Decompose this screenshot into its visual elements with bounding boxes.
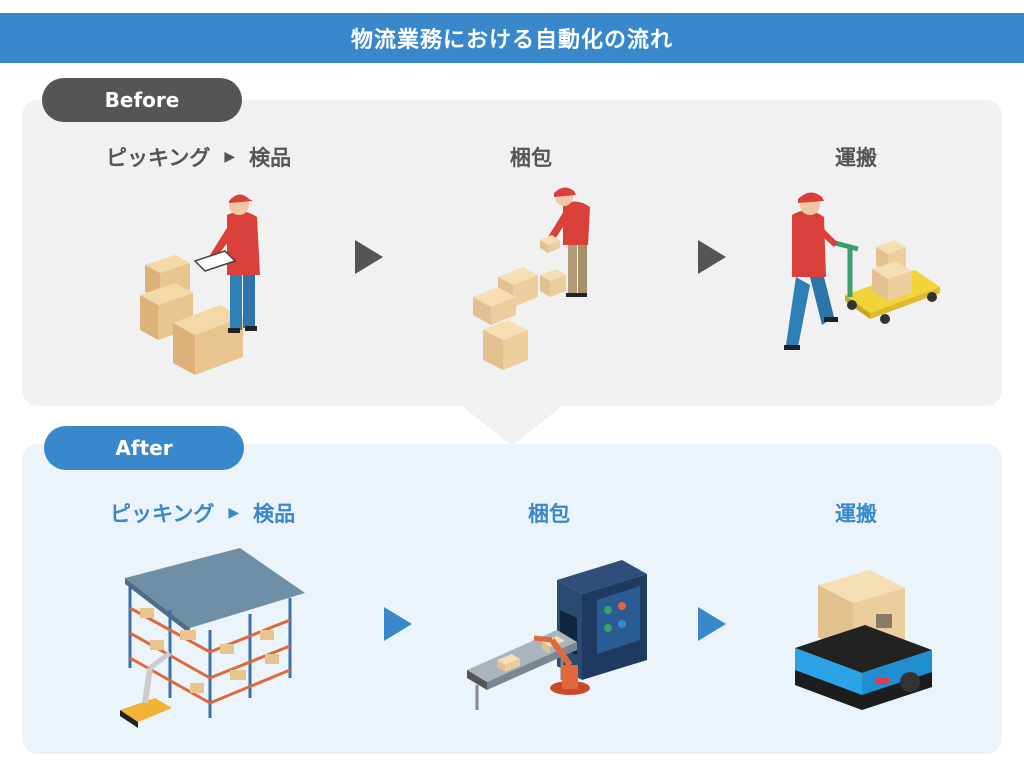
before-step-packing-label: 梱包 — [510, 146, 552, 170]
after-badge: After — [44, 426, 244, 470]
before-flow-arrow-2 — [698, 240, 726, 274]
after-step-picking-label: ピッキング ▶ 検品 — [110, 498, 295, 528]
page-title: 物流業務における自動化の流れ — [0, 13, 1024, 63]
packing-machine-illustration — [467, 560, 647, 710]
worker-packing-illustration — [473, 187, 590, 370]
after-flow-arrow-1 — [384, 607, 412, 641]
before-step-inspection-name: 検品 — [249, 146, 292, 170]
before-flow-arrow-1 — [355, 240, 383, 274]
before-step-transport-label: 運搬 — [835, 146, 877, 170]
before-badge: Before — [42, 78, 242, 122]
after-step-inspection-name: 検品 — [253, 502, 296, 526]
after-step-transport-label: 運搬 — [835, 502, 877, 526]
worker-cart-illustration — [784, 192, 940, 350]
automated-rack-illustration — [120, 548, 305, 728]
before-step-picking-name: ピッキング — [106, 146, 211, 170]
after-step-packing-label: 梱包 — [528, 502, 570, 526]
after-step-picking-name: ピッキング — [110, 502, 215, 526]
before-step-picking-label: ピッキング ▶ 検品 — [106, 142, 291, 172]
after-flow-arrow-2 — [698, 607, 726, 641]
play-triangle-icon: ▶ — [228, 505, 240, 521]
play-triangle-icon: ▶ — [224, 149, 236, 165]
transition-notch — [462, 406, 562, 446]
agv-robot-illustration — [795, 570, 932, 710]
worker-inspecting-illustration — [140, 194, 260, 375]
